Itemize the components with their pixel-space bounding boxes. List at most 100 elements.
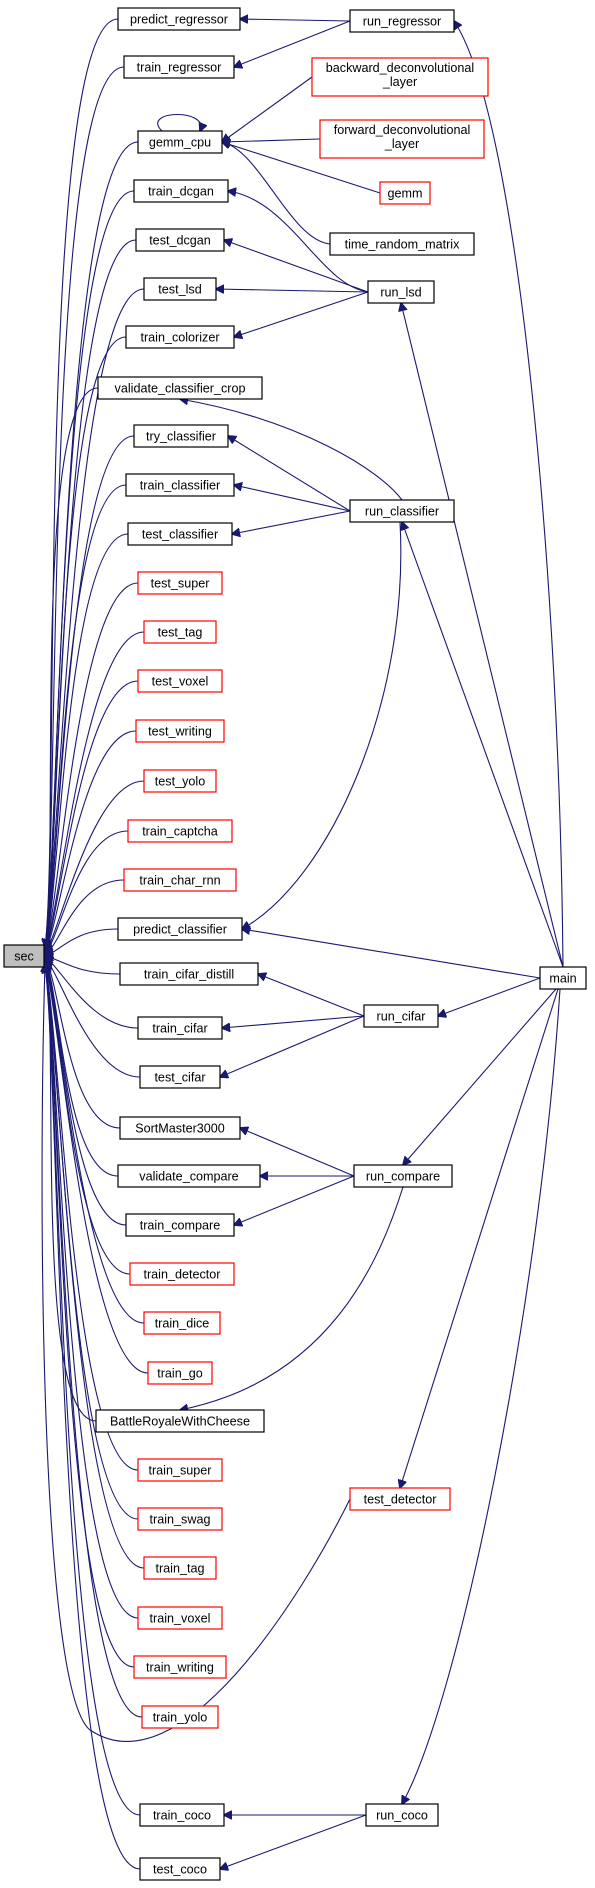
node-sec[interactable]: sec — [3, 944, 45, 968]
node-gemm_cpu[interactable]: gemm_cpu — [137, 130, 223, 154]
edge-train_voxel-to-sec — [45, 965, 139, 1619]
edge-main-to-run_cifar — [438, 977, 541, 1016]
node-label-train_classifier: train_classifier — [140, 479, 221, 493]
node-box-run_coco — [365, 1803, 439, 1827]
node-time_random_matrix[interactable]: time_random_matrix — [329, 232, 475, 256]
node-run_cifar[interactable]: run_cifar — [363, 1004, 439, 1028]
node-label-test_lsd: test_lsd — [158, 283, 201, 297]
node-box-train_cifar — [137, 1016, 223, 1040]
node-train_regressor[interactable]: train_regressor — [123, 55, 235, 79]
edge-train_go-to-sec — [45, 963, 149, 1374]
node-label-BattleRoyaleWithCheese: BattleRoyaleWithCheese — [110, 1415, 250, 1429]
node-run_coco[interactable]: run_coco — [365, 1803, 439, 1827]
node-box-train_char_rnn — [123, 868, 237, 892]
node-train_compare[interactable]: train_compare — [125, 1213, 235, 1237]
node-forward_deconvolutional_layer[interactable]: forward_deconvolutional_layer — [319, 119, 485, 159]
node-test_detector[interactable]: test_detector — [349, 1487, 451, 1511]
node-box-run_lsd — [367, 280, 435, 304]
node-train_char_rnn[interactable]: train_char_rnn — [123, 868, 237, 892]
node-box-predict_regressor — [117, 7, 241, 31]
node-box-run_regressor — [349, 9, 455, 33]
node-label-sec: sec — [14, 950, 34, 964]
node-test_lsd[interactable]: test_lsd — [143, 277, 217, 301]
node-run_classifier[interactable]: run_classifier — [349, 499, 455, 523]
node-test_cifar[interactable]: test_cifar — [139, 1065, 221, 1089]
node-train_go[interactable]: train_go — [147, 1361, 213, 1385]
node-box-test_lsd — [143, 277, 217, 301]
node-label-test_classifier: test_classifier — [142, 528, 218, 542]
node-test_voxel[interactable]: test_voxel — [137, 669, 223, 693]
node-box-train_captcha — [127, 819, 233, 843]
node-label-gemm_cpu: gemm_cpu — [149, 136, 211, 150]
edge-gemm-to-gemm_cpu — [222, 142, 381, 194]
edge-validate_classifier_crop-to-sec — [45, 387, 99, 947]
node-label-run_coco: run_coco — [376, 1809, 428, 1823]
node-label-SortMaster3000: SortMaster3000 — [135, 1122, 225, 1136]
node-box-backward_deconvolutional_layer — [311, 57, 489, 97]
edge-test_writing-to-sec — [45, 730, 137, 952]
node-test_writing[interactable]: test_writing — [135, 719, 225, 743]
node-try_classifier[interactable]: try_classifier — [133, 424, 229, 448]
node-label-test_yolo: test_yolo — [155, 775, 205, 789]
node-SortMaster3000[interactable]: SortMaster3000 — [119, 1116, 241, 1140]
edge-main-to-run_compare — [403, 988, 557, 1165]
node-train_detector[interactable]: train_detector — [129, 1262, 235, 1286]
node-label-gemm: gemm — [388, 187, 423, 201]
node-label-test_cifar: test_cifar — [154, 1071, 205, 1085]
edge-run_cifar-to-train_cifar — [222, 1015, 365, 1028]
node-train_coco[interactable]: train_coco — [139, 1803, 225, 1827]
edge-train_yolo-to-sec — [45, 965, 143, 1718]
node-train_writing[interactable]: train_writing — [133, 1655, 227, 1679]
node-box-train_voxel — [137, 1606, 223, 1630]
node-box-train_tag — [143, 1556, 217, 1580]
node-test_dcgan[interactable]: test_dcgan — [135, 228, 225, 252]
node-test_classifier[interactable]: test_classifier — [127, 522, 233, 546]
node-train_cifar[interactable]: train_cifar — [137, 1016, 223, 1040]
node-train_dice[interactable]: train_dice — [143, 1311, 221, 1335]
node-test_yolo[interactable]: test_yolo — [143, 769, 217, 793]
node-train_classifier[interactable]: train_classifier — [125, 473, 235, 497]
edge-main-to-run_coco — [402, 988, 561, 1804]
node-BattleRoyaleWithCheese[interactable]: BattleRoyaleWithCheese — [95, 1409, 265, 1433]
node-train_swag[interactable]: train_swag — [137, 1507, 223, 1531]
node-box-SortMaster3000 — [119, 1116, 241, 1140]
node-train_super[interactable]: train_super — [137, 1458, 223, 1482]
node-box-sec — [3, 944, 45, 968]
node-box-gemm — [379, 181, 431, 205]
node-predict_classifier[interactable]: predict_classifier — [117, 917, 243, 941]
node-run_regressor[interactable]: run_regressor — [349, 9, 455, 33]
node-label-predict_classifier: predict_classifier — [133, 923, 227, 937]
edge-main-to-run_lsd — [401, 303, 564, 968]
node-predict_regressor[interactable]: predict_regressor — [117, 7, 241, 31]
node-validate_classifier_crop[interactable]: validate_classifier_crop — [97, 376, 263, 400]
node-label-run_lsd: run_lsd — [380, 286, 421, 300]
node-gemm[interactable]: gemm — [379, 181, 431, 205]
node-label-run_classifier: run_classifier — [365, 505, 439, 519]
edge-validate_compare-to-sec — [45, 960, 119, 1177]
node-train_captcha[interactable]: train_captcha — [127, 819, 233, 843]
node-label-forward_deconvolutional_layer-line2: _layer — [384, 137, 419, 151]
node-run_compare[interactable]: run_compare — [353, 1164, 453, 1188]
node-backward_deconvolutional_layer[interactable]: backward_deconvolutional_layer — [311, 57, 489, 97]
node-main[interactable]: main — [539, 966, 587, 990]
node-box-train_writing — [133, 1655, 227, 1679]
node-box-validate_compare — [117, 1164, 261, 1188]
node-train_voxel[interactable]: train_voxel — [137, 1606, 223, 1630]
node-test_tag[interactable]: test_tag — [143, 620, 217, 644]
node-validate_compare[interactable]: validate_compare — [117, 1164, 261, 1188]
node-train_colorizer[interactable]: train_colorizer — [125, 325, 235, 349]
node-box-test_yolo — [143, 769, 217, 793]
node-train_yolo[interactable]: train_yolo — [141, 1705, 219, 1729]
edge-train_colorizer-to-sec — [45, 336, 127, 947]
node-run_lsd[interactable]: run_lsd — [367, 280, 435, 304]
node-train_dcgan[interactable]: train_dcgan — [133, 179, 229, 203]
node-test_super[interactable]: test_super — [137, 571, 223, 595]
node-train_cifar_distill[interactable]: train_cifar_distill — [119, 962, 259, 986]
node-box-train_yolo — [141, 1705, 219, 1729]
edge-train_compare-to-sec — [45, 960, 127, 1226]
edge-gemm_cpu-self-loop — [157, 113, 201, 131]
node-train_tag[interactable]: train_tag — [143, 1556, 217, 1580]
node-box-train_dice — [143, 1311, 221, 1335]
edge-run_compare-to-SortMaster3000 — [240, 1128, 355, 1177]
node-test_coco[interactable]: test_coco — [139, 1857, 221, 1881]
